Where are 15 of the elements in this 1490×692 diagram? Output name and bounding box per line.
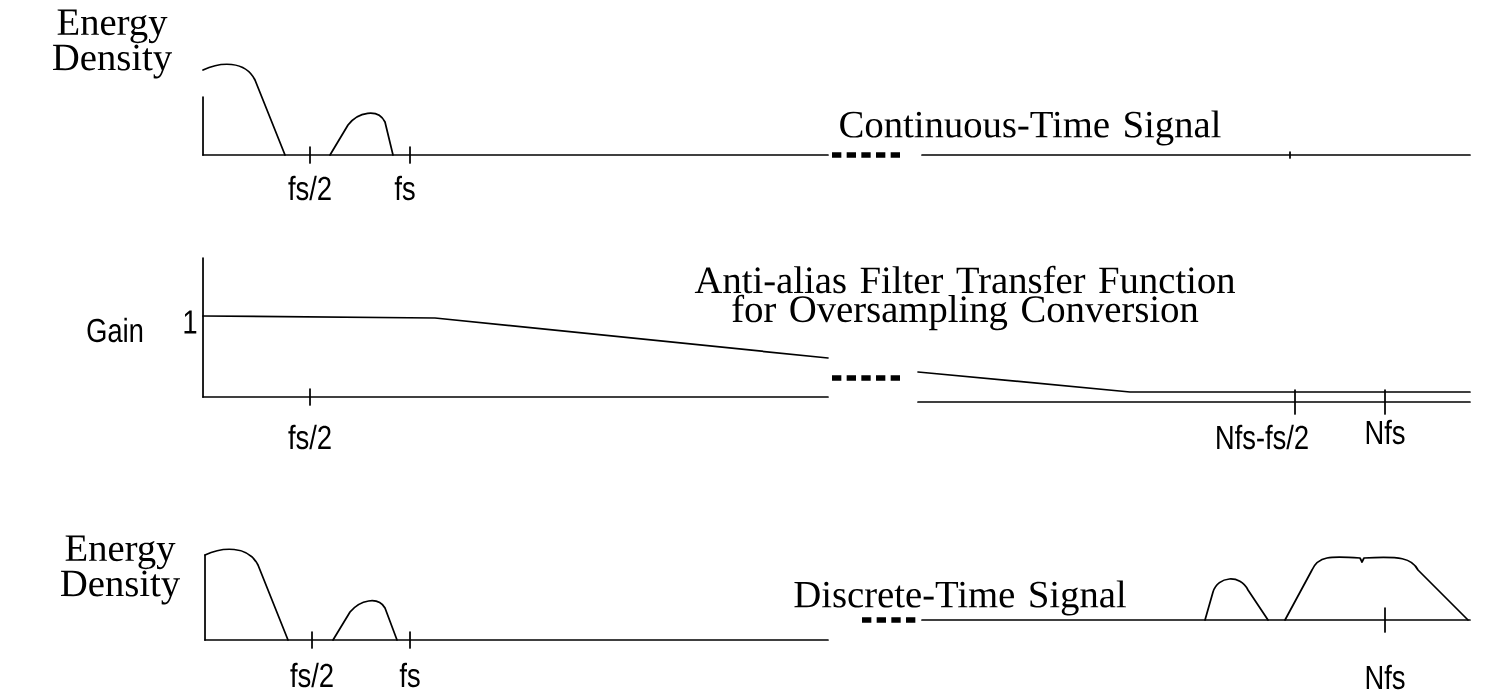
tick-label: Nfs-fs/2 <box>1217 424 1308 450</box>
panel-title: Continuous-Time Signal <box>840 110 1221 146</box>
panel-title: Anti-alias Filter Transfer Function for Oversampling Conversion <box>694 265 1235 331</box>
tick-label: fs/2 <box>288 424 331 450</box>
tick-label: Nfs <box>1366 419 1405 445</box>
tick-label: fs <box>399 662 420 688</box>
axis-label: Gain <box>87 317 143 343</box>
axis-label: Energy Density <box>61 535 180 605</box>
panel-title: Discrete-Time Signal <box>794 580 1126 616</box>
tick-label: fs <box>394 175 415 201</box>
tick-label: Nfs <box>1366 664 1405 690</box>
axis-label: 1 <box>184 310 197 334</box>
tick-label: fs/2 <box>288 175 331 201</box>
axis-label: Energy Density <box>53 9 172 79</box>
tick-label: fs/2 <box>290 662 333 688</box>
